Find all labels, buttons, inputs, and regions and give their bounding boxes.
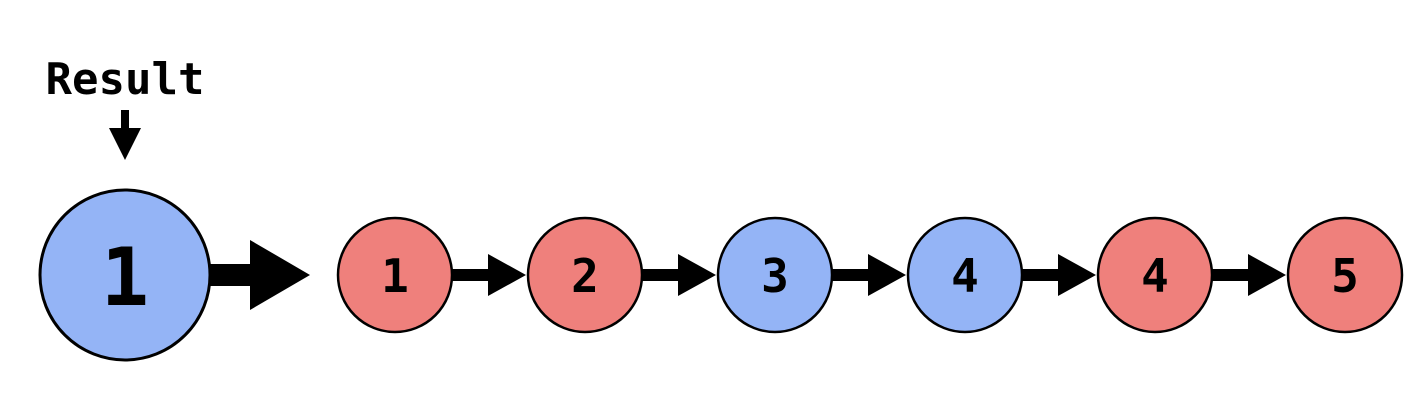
link-arrow [452,254,526,296]
result-pointer-arrow [109,110,141,160]
list-node: 4 [1096,216,1214,334]
link-arrow [832,254,906,296]
list-node-value: 4 [951,249,979,303]
list-node: 5 [1286,216,1404,334]
list-node-value: 1 [381,249,409,303]
list-node: 1 [336,216,454,334]
list-node-circle [1286,216,1404,334]
list-node: 3 [716,216,834,334]
link-arrow [1022,254,1096,296]
list-nodes: 1 2 3 4 4 5 [336,216,1404,334]
list-node-value: 3 [761,249,789,303]
result-pointer-label: Result [46,54,205,105]
link-arrow [642,254,716,296]
head-node-value: 1 [101,231,149,324]
list-node-value: 4 [1141,249,1169,303]
head-node: 1 [38,188,212,362]
head-link-arrow [210,240,310,310]
list-node: 2 [526,216,644,334]
link-arrow [1212,254,1286,296]
list-node: 4 [906,216,1024,334]
list-node-value: 2 [571,249,599,303]
list-node-value: 5 [1331,249,1359,303]
